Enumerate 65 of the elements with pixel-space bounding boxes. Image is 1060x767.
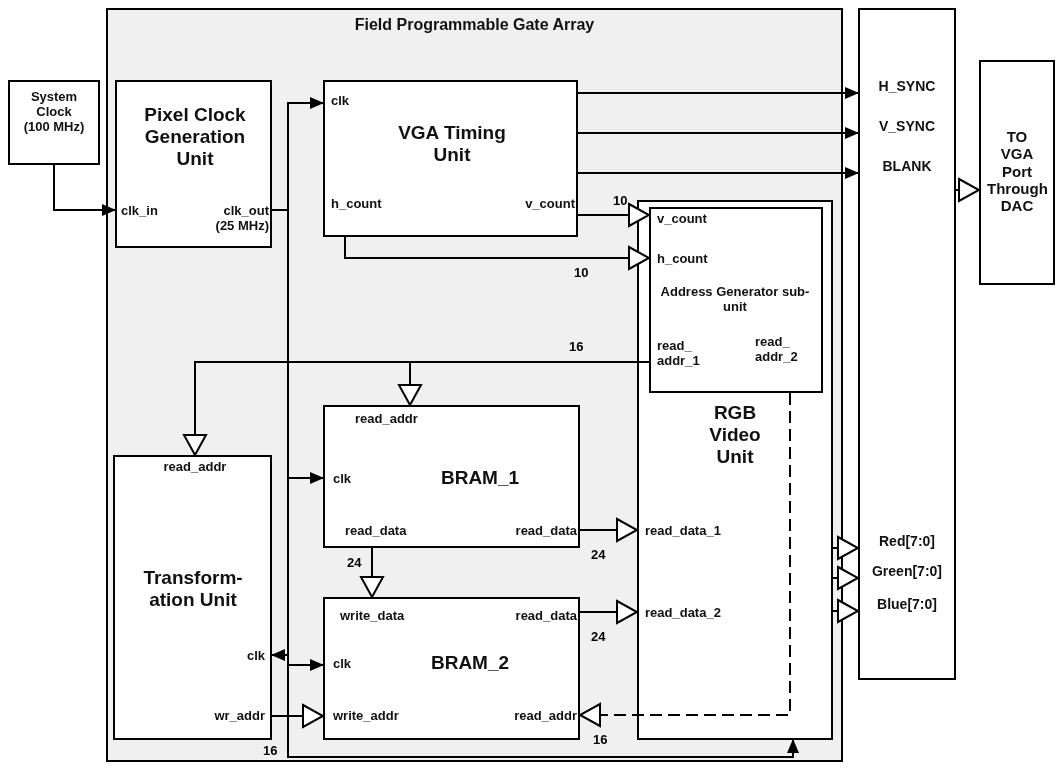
bus-arrow [579, 600, 638, 624]
output-port-box [979, 60, 1055, 285]
sub-unit-title: Address Generator sub-unit [659, 285, 811, 315]
port-label: clk [333, 472, 353, 487]
port-label: h_count [331, 197, 383, 212]
signal-label: Red[7:0] [878, 533, 936, 550]
fpga-region [106, 8, 843, 762]
port-label: read_data [514, 609, 577, 624]
memory-title: BRAM_1 [439, 467, 521, 489]
port-label: read_ addr_2 [755, 335, 799, 365]
signal-arrow [53, 164, 116, 216]
bus-arrow [577, 203, 650, 227]
output-connector-box [858, 8, 956, 680]
unit-block [637, 200, 833, 740]
signal-label: Blue[7:0] [876, 596, 938, 613]
port-label: clk_in [121, 204, 159, 219]
bus-arrow [360, 547, 384, 598]
signal-arrow [577, 127, 859, 139]
unit-title: VGA Timing Unit [397, 122, 507, 166]
unit-title: Pixel Clock Generation Unit [143, 104, 247, 170]
signal-label: Green[7:0] [871, 563, 943, 580]
bus-arrow [579, 392, 791, 727]
signal-arrow [577, 167, 859, 179]
port-label: write_data [340, 609, 406, 624]
port-label: clk [333, 657, 353, 672]
port-label: clk_out (25 MHz) [214, 204, 269, 234]
bus-arrow [832, 566, 859, 590]
memory-block [323, 597, 580, 740]
port-label: read_addr [513, 709, 577, 724]
port-label: read_data [345, 524, 408, 539]
fpga-title: Field Programmable Gate Array [353, 16, 596, 35]
port-label: write_addr [333, 709, 400, 724]
port-label: read_data_1 [645, 524, 722, 539]
clock-source-box [8, 80, 100, 165]
port-label: read_data [514, 524, 577, 539]
unit-block [113, 455, 272, 740]
bus-arrow [832, 536, 859, 560]
bus-arrow [955, 178, 980, 202]
port-label: TO VGA Port Through DAC [987, 128, 1047, 215]
port-label: clk [331, 94, 351, 109]
unit-title: RGB Video Unit [708, 402, 762, 468]
port-label: read_ addr_1 [657, 339, 701, 369]
port-label: read_data_2 [645, 606, 722, 621]
memory-title: BRAM_2 [429, 652, 511, 674]
bus-arrow [579, 518, 638, 542]
port-label: read_addr [355, 412, 419, 427]
port-label: h_count [657, 252, 709, 267]
unit-title: Transform- ation Unit [142, 567, 244, 611]
signal-arrow [577, 87, 859, 99]
signal-label: H_SYNC [877, 78, 937, 95]
port-label: wr_addr [213, 709, 265, 724]
port-label: read_addr [162, 460, 228, 475]
unit-block [115, 80, 272, 248]
port-label: v_count [657, 212, 708, 227]
signal-label: V_SYNC [878, 118, 936, 135]
port-label: v_count [524, 197, 575, 212]
signal-label: BLANK [881, 158, 933, 175]
bus-arrow [271, 704, 324, 728]
memory-block [323, 405, 580, 548]
clock-source-label: System Clock (100 MHz) [23, 90, 85, 135]
sub-unit-block [649, 207, 823, 393]
unit-block [323, 80, 578, 237]
bus-arrow [344, 236, 650, 270]
port-label: clk [245, 649, 265, 664]
bus-arrow [832, 599, 859, 623]
